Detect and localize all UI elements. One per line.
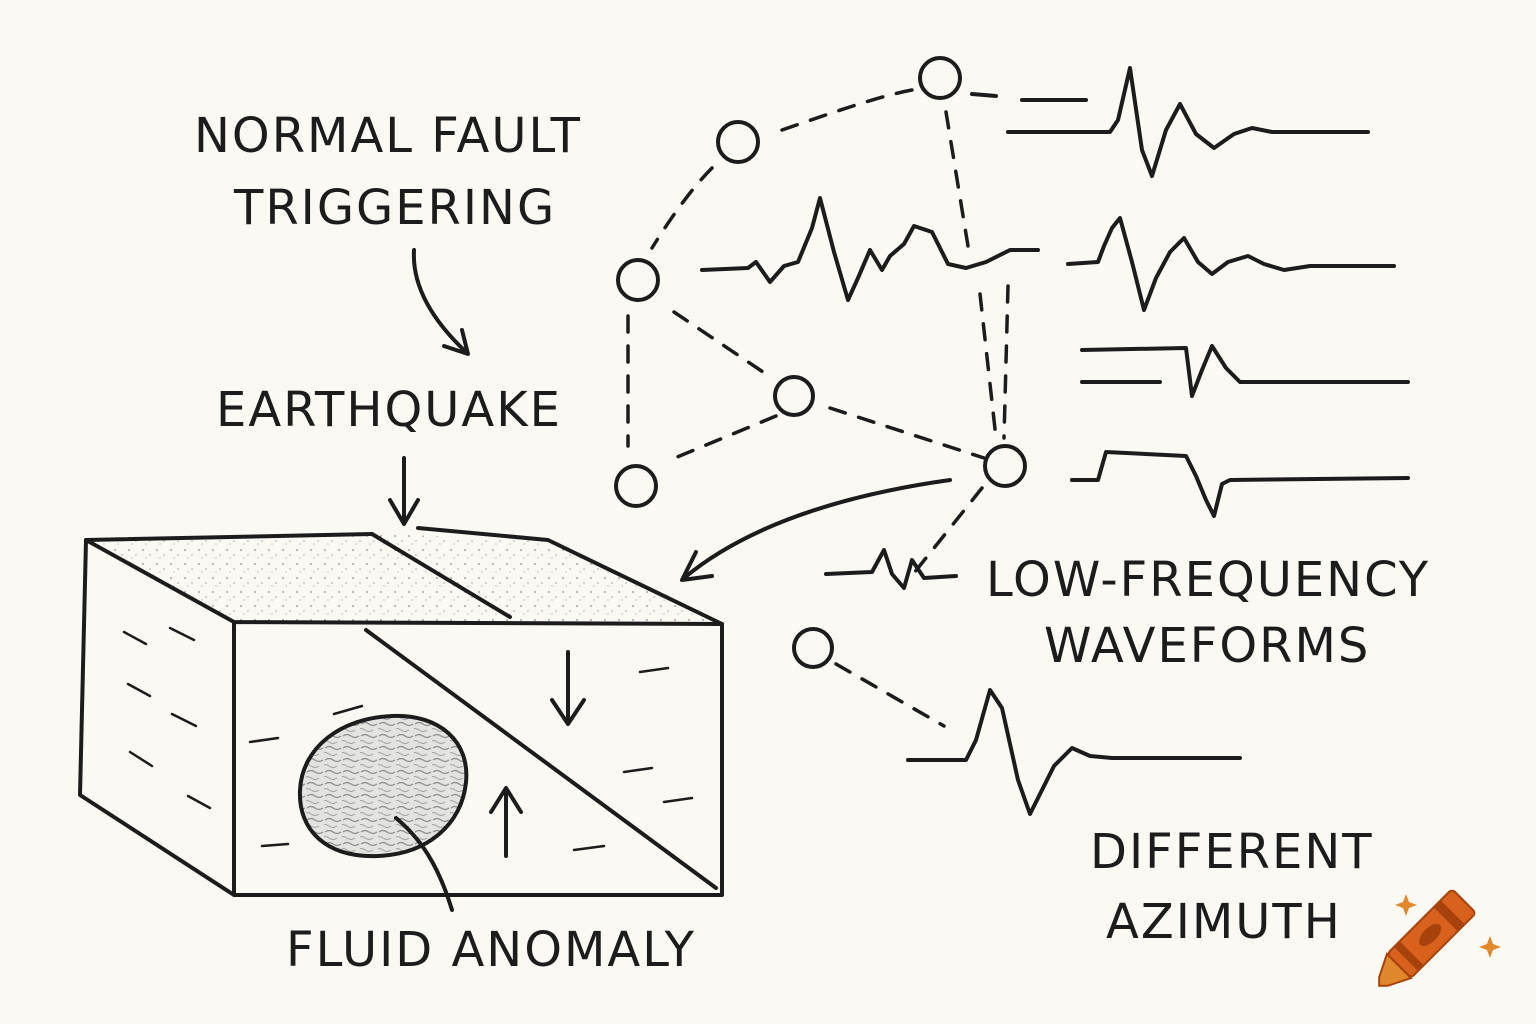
label-waveforms: WAVEFORMS (1044, 618, 1371, 674)
label-azimuth: AZIMUTH (1106, 894, 1342, 950)
waveform-4 (1080, 344, 1410, 398)
label-earthquake: EARTHQUAKE (216, 382, 562, 438)
block-top-surface (86, 534, 722, 624)
station-link-top-right (970, 92, 998, 98)
station-node (792, 627, 834, 669)
station-to-block-arrow (680, 478, 952, 582)
fluid-body (297, 713, 469, 859)
station-node (616, 258, 660, 302)
earthquake-arrow (388, 456, 420, 526)
station-node (983, 444, 1027, 488)
station-links (626, 88, 1010, 728)
waveform-5 (1070, 450, 1410, 518)
triggering-arrow (411, 248, 470, 356)
stations (614, 56, 1027, 669)
station-node (614, 464, 658, 508)
sparkle-icon (1395, 894, 1417, 916)
waveforms (700, 66, 1410, 816)
label-different: DIFFERENT (1090, 824, 1374, 880)
label-normal-fault: NORMAL FAULT (194, 108, 582, 164)
label-triggering: TRIGGERING (234, 180, 557, 236)
block-top-back-left (84, 532, 374, 542)
station-node (773, 375, 815, 417)
station-node (716, 120, 760, 164)
waveform-3 (1066, 216, 1396, 312)
crayon-icon (1378, 889, 1476, 987)
block-outline (78, 538, 724, 897)
waveform-6 (824, 548, 958, 590)
waveform-7 (906, 688, 1242, 816)
label-low-frequency: LOW-FREQUENCY (986, 552, 1431, 608)
rock-texture (122, 626, 694, 852)
fluid-leader (394, 816, 454, 912)
down-arrow (550, 650, 586, 726)
station-node (918, 56, 962, 100)
sparkle-icon (1479, 936, 1501, 958)
up-arrow (489, 786, 523, 858)
fault-trace-top (370, 532, 512, 619)
waveform-1 (1006, 66, 1370, 178)
block-top-back-right (416, 526, 724, 626)
waveform-2 (700, 196, 1040, 302)
fault-plane (364, 628, 718, 890)
fault-block (78, 526, 724, 912)
label-fluid-anomaly: FLUID ANOMALY (286, 922, 696, 978)
